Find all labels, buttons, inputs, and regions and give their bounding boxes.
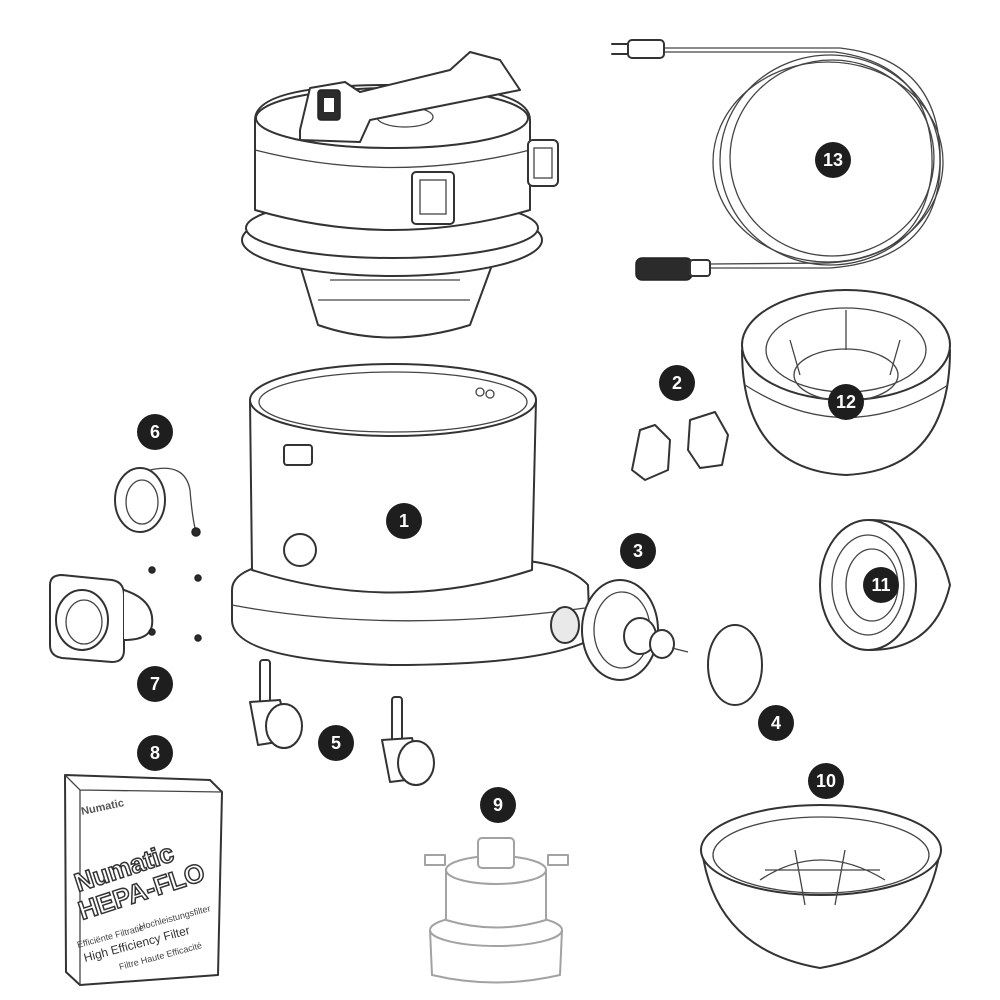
castors-illustration	[249, 659, 435, 786]
callout-12: 12	[828, 384, 864, 420]
callout-7: 7	[137, 666, 173, 702]
callout-5: 5	[318, 725, 354, 761]
inlet-assembly-illustration	[581, 579, 689, 681]
motor-head-illustration	[241, 51, 559, 339]
callout-8: 8	[137, 735, 173, 771]
clips-illustration	[631, 411, 729, 481]
callout-13: 13	[815, 142, 851, 178]
motor-illustration	[424, 837, 569, 984]
hose-adaptor-illustration	[49, 566, 202, 663]
callout-3: 3	[620, 533, 656, 569]
power-cable-illustration	[611, 39, 944, 281]
filter-bag-box: Numatic Numatic HEPA-FLO Efficiënte Filt…	[64, 774, 223, 986]
callout-2: 2	[659, 365, 695, 401]
filter-bowl-illustration	[700, 804, 942, 969]
callout-10: 10	[808, 763, 844, 799]
callout-4: 4	[758, 705, 794, 741]
cap-tether-illustration	[114, 467, 201, 537]
seal-ring-illustration	[707, 624, 763, 706]
callout-11: 11	[863, 567, 899, 603]
callout-6: 6	[137, 414, 173, 450]
callout-9: 9	[480, 787, 516, 823]
drum-filter-illustration	[741, 289, 951, 476]
callout-1: 1	[386, 503, 422, 539]
tank-illustration	[231, 363, 591, 666]
